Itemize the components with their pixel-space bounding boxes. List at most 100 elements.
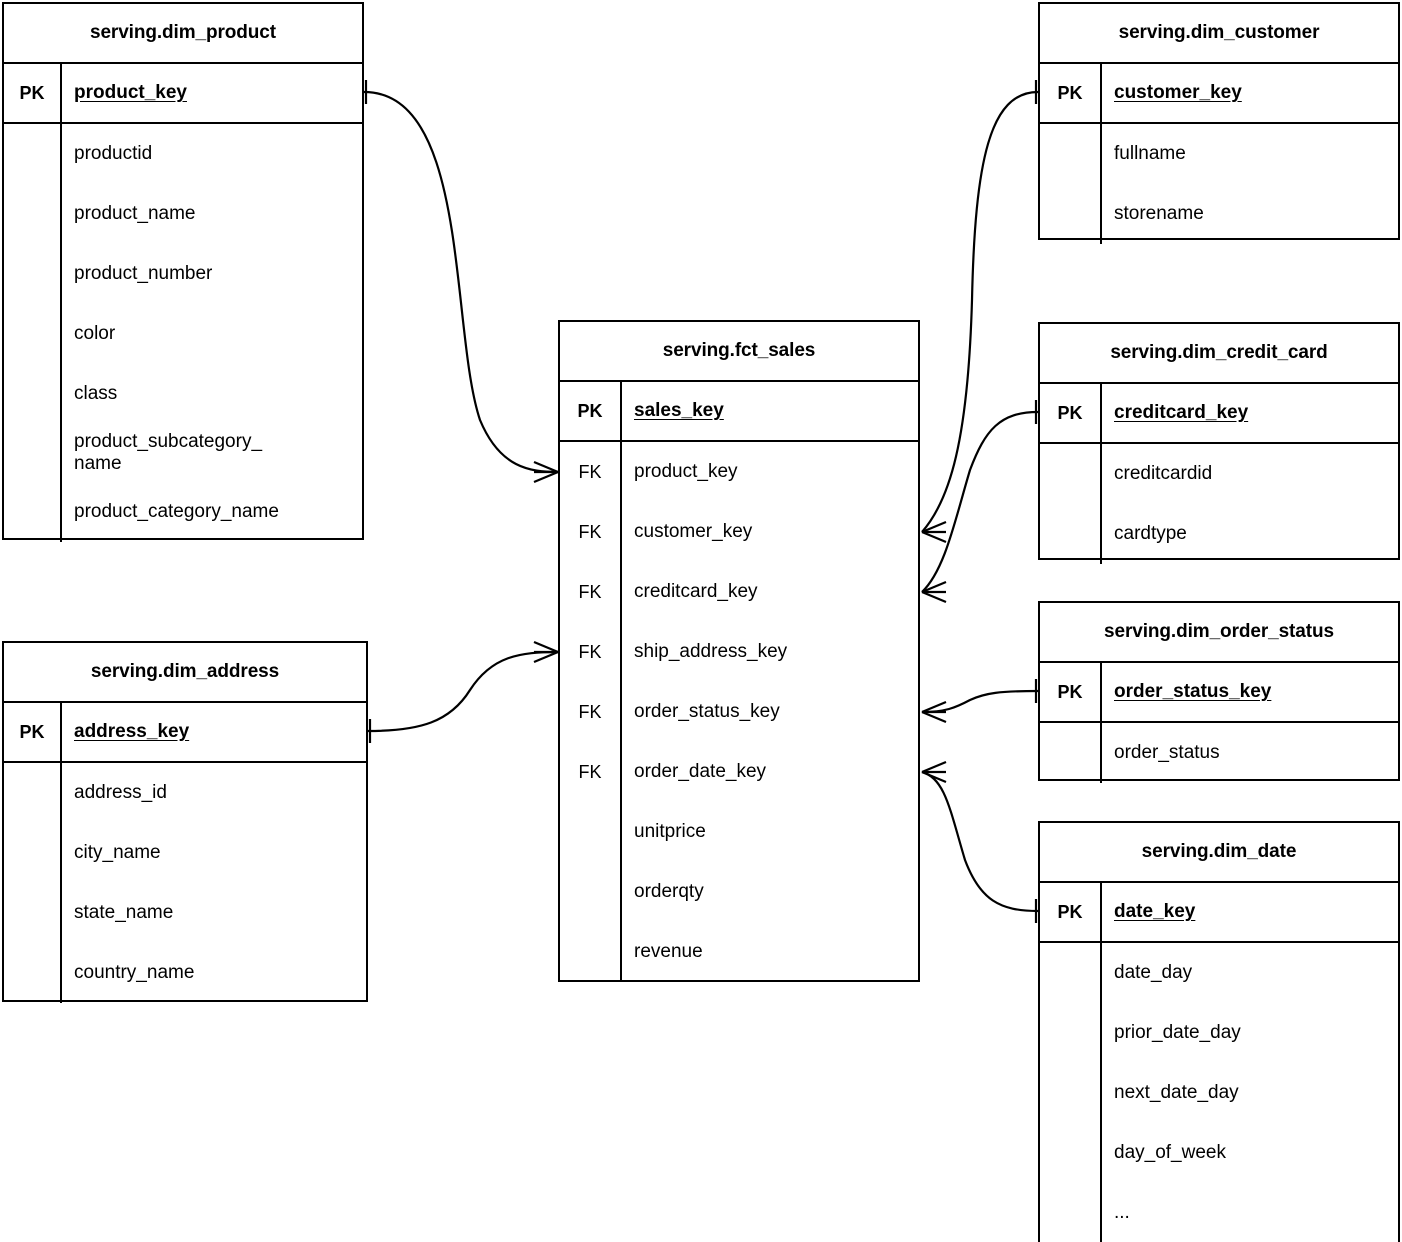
key-blank <box>1040 444 1102 504</box>
entity-dim-address[interactable]: serving.dim_address PK address_key addre… <box>2 641 368 1003</box>
table-row[interactable]: unitprice <box>560 802 918 862</box>
key-blank <box>4 883 62 943</box>
key-blank <box>1040 1003 1102 1063</box>
table-row[interactable]: product_name <box>4 184 362 244</box>
table-row[interactable]: FK product_key <box>560 442 918 502</box>
table-row[interactable]: product_category_name <box>4 482 362 542</box>
table-row[interactable]: class <box>4 364 362 424</box>
entity-dim-credit-card[interactable]: serving.dim_credit_card PK creditcard_ke… <box>1038 322 1400 564</box>
field-revenue: revenue <box>634 941 703 963</box>
entity-dim-customer[interactable]: serving.dim_customer PK customer_key ful… <box>1038 2 1400 244</box>
entity-dim-date[interactable]: serving.dim_date PK date_key date_day pr… <box>1038 821 1400 1242</box>
entity-dim-product[interactable]: serving.dim_product PK product_key produ… <box>2 2 364 542</box>
pk-badge: PK <box>1040 663 1102 721</box>
table-row[interactable]: FK customer_key <box>560 502 918 562</box>
field-sales-key: sales_key <box>634 400 724 422</box>
field-product-subcategory-name: product_subcategory_ name <box>74 431 263 474</box>
table-row[interactable]: day_of_week <box>1040 1123 1398 1183</box>
table-row[interactable]: FK order_date_key <box>560 742 918 802</box>
fk-badge: FK <box>560 502 622 562</box>
field-cardtype: cardtype <box>1114 523 1187 545</box>
table-row-pk[interactable]: PK creditcard_key <box>1040 384 1398 444</box>
table-row[interactable]: address_id <box>4 763 366 823</box>
pk-badge: PK <box>4 64 62 122</box>
table-row[interactable]: product_subcategory_ name <box>4 424 362 482</box>
field-country-name: country_name <box>74 962 195 984</box>
table-row[interactable]: country_name <box>4 943 366 1003</box>
table-row[interactable]: storename <box>1040 184 1398 244</box>
table-row[interactable]: FK ship_address_key <box>560 622 918 682</box>
relationship-address <box>367 640 559 743</box>
field-state-name: state_name <box>74 902 174 924</box>
field-order-date-key: order_date_key <box>634 761 767 783</box>
table-row[interactable]: product_number <box>4 244 362 304</box>
field-fullname: fullname <box>1114 143 1186 165</box>
relationship-product <box>363 80 559 484</box>
table-row-pk[interactable]: PK product_key <box>4 64 362 124</box>
key-blank <box>1040 1183 1102 1242</box>
entity-fct-sales[interactable]: serving.fct_sales PK sales_key FK produc… <box>558 320 920 982</box>
key-blank <box>4 304 62 364</box>
key-blank <box>1040 184 1102 244</box>
fk-badge: FK <box>560 682 622 742</box>
key-blank <box>560 922 622 982</box>
entity-dim-order-status[interactable]: serving.dim_order_status PK order_status… <box>1038 601 1400 783</box>
field-storename: storename <box>1114 203 1204 225</box>
pk-badge: PK <box>1040 384 1102 442</box>
table-row[interactable]: cardtype <box>1040 504 1398 564</box>
table-row[interactable]: date_day <box>1040 943 1398 1003</box>
key-blank <box>560 802 622 862</box>
field-product-key: product_key <box>74 82 187 104</box>
table-row[interactable]: orderqty <box>560 862 918 922</box>
field-color: color <box>74 323 116 345</box>
fk-badge: FK <box>560 442 622 502</box>
table-row[interactable]: color <box>4 304 362 364</box>
table-row-pk[interactable]: PK customer_key <box>1040 64 1398 124</box>
table-row[interactable]: FK order_status_key <box>560 682 918 742</box>
key-blank <box>1040 943 1102 1003</box>
fk-badge: FK <box>560 562 622 622</box>
field-order-status: order_status <box>1114 742 1220 764</box>
fk-badge: FK <box>560 742 622 802</box>
table-row[interactable]: next_date_day <box>1040 1063 1398 1123</box>
table-row[interactable]: prior_date_day <box>1040 1003 1398 1063</box>
key-blank <box>1040 1063 1102 1123</box>
relationship-customer <box>921 80 1039 544</box>
table-row-pk[interactable]: PK sales_key <box>560 382 918 442</box>
key-blank <box>1040 1123 1102 1183</box>
relationship-order-status <box>921 679 1039 724</box>
field-day-of-week: day_of_week <box>1114 1142 1226 1164</box>
table-row[interactable]: order_status <box>1040 723 1398 783</box>
table-row[interactable]: revenue <box>560 922 918 982</box>
table-row[interactable]: creditcardid <box>1040 444 1398 504</box>
table-row-pk[interactable]: PK address_key <box>4 703 366 763</box>
key-blank <box>1040 504 1102 564</box>
pk-badge: PK <box>4 703 62 761</box>
field-customer-key: customer_key <box>634 521 753 543</box>
field-address-id: address_id <box>74 782 167 804</box>
field-class: class <box>74 383 118 405</box>
field-product-key: product_key <box>634 461 738 483</box>
table-row[interactable]: state_name <box>4 883 366 943</box>
entity-title-dim-credit-card: serving.dim_credit_card <box>1040 324 1398 384</box>
key-blank <box>1040 723 1102 783</box>
key-blank <box>4 124 62 184</box>
field-prior-date-day: prior_date_day <box>1114 1022 1241 1044</box>
table-row[interactable]: ... <box>1040 1183 1398 1242</box>
key-blank <box>4 184 62 244</box>
field-next-date-day: next_date_day <box>1114 1082 1239 1104</box>
table-row-pk[interactable]: PK date_key <box>1040 883 1398 943</box>
key-blank <box>4 364 62 424</box>
field-product-number: product_number <box>74 263 213 285</box>
table-row[interactable]: fullname <box>1040 124 1398 184</box>
field-productid: productid <box>74 143 153 165</box>
field-product-category-name: product_category_name <box>74 501 279 523</box>
table-row-pk[interactable]: PK order_status_key <box>1040 663 1398 723</box>
field-orderqty: orderqty <box>634 881 704 903</box>
table-row[interactable]: city_name <box>4 823 366 883</box>
table-row[interactable]: productid <box>4 124 362 184</box>
field-product-name: product_name <box>74 203 196 225</box>
entity-title-dim-product: serving.dim_product <box>4 4 362 64</box>
table-row[interactable]: FK creditcard_key <box>560 562 918 622</box>
